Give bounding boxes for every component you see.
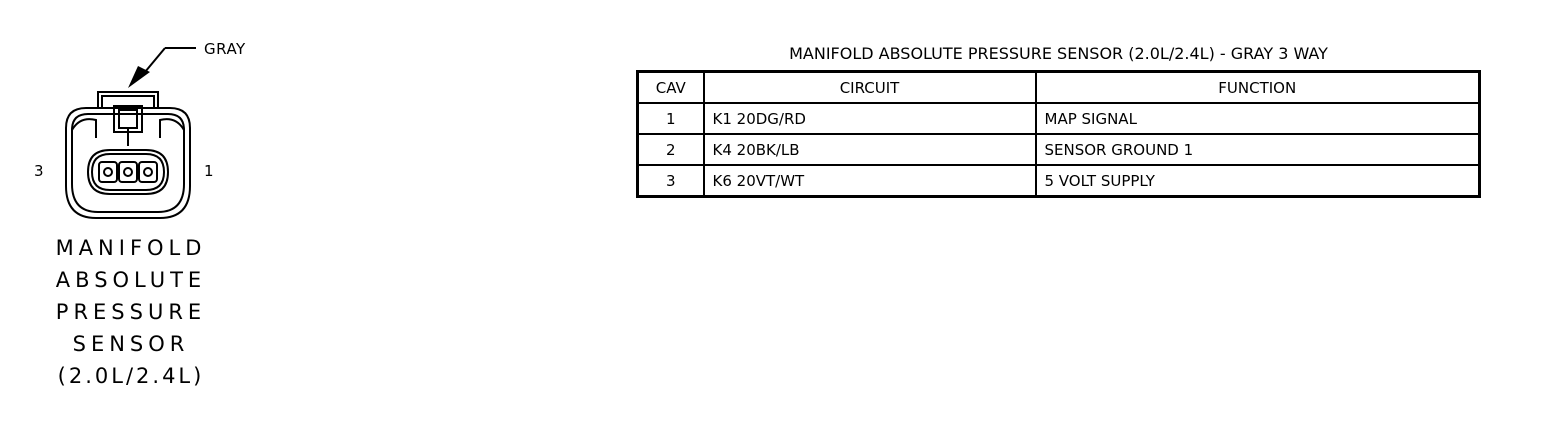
header-function: FUNCTION [1034, 70, 1481, 104]
cell-cav: 2 [636, 133, 705, 166]
pin-number-right: 1 [204, 162, 214, 180]
table-header-row: CAV CIRCUIT FUNCTION [636, 70, 1481, 104]
cell-circuit: K4 20BK/LB [702, 133, 1037, 166]
caption-line: MANIFOLD [55, 236, 207, 260]
cell-circuit: K6 20VT/WT [702, 164, 1037, 198]
cell-function: SENSOR GROUND 1 [1034, 133, 1481, 166]
connector-color-label: GRAY [204, 40, 246, 58]
header-cav: CAV [636, 70, 705, 104]
cell-cav: 1 [636, 102, 705, 135]
cell-function: MAP SIGNAL [1034, 102, 1481, 135]
connector-face-drawing [65, 47, 196, 219]
caption-line: PRESSURE [55, 300, 207, 324]
terminal-cavity-3 [98, 161, 118, 183]
table-row: 3 K6 20VT/WT 5 VOLT SUPPLY [636, 164, 1481, 198]
connector-housing [65, 91, 191, 219]
cell-cav: 3 [636, 164, 705, 198]
caption-line: SENSOR [72, 332, 190, 356]
header-circuit: CIRCUIT [702, 70, 1037, 104]
pin-number-left: 3 [34, 162, 44, 180]
caption-line: (2.0L/2.4L) [57, 364, 205, 388]
table-row: 2 K4 20BK/LB SENSOR GROUND 1 [636, 133, 1481, 166]
table-row: 1 K1 20DG/RD MAP SIGNAL [636, 102, 1481, 135]
cell-function: 5 VOLT SUPPLY [1034, 164, 1481, 198]
gray-callout-arrow [139, 47, 196, 79]
terminal-cavity-2 [118, 161, 138, 183]
table-title: MANIFOLD ABSOLUTE PRESSURE SENSOR (2.0L/… [789, 44, 1328, 63]
callout-arrowhead [128, 66, 150, 88]
component-name-caption: MANIFOLD ABSOLUTE PRESSURE SENSOR (2.0L/… [20, 232, 242, 392]
terminal-cavity-1 [138, 161, 158, 183]
caption-line: ABSOLUTE [55, 268, 207, 292]
pinout-table: CAV CIRCUIT FUNCTION 1 K1 20DG/RD MAP SI… [636, 70, 1481, 198]
cell-circuit: K1 20DG/RD [702, 102, 1037, 135]
